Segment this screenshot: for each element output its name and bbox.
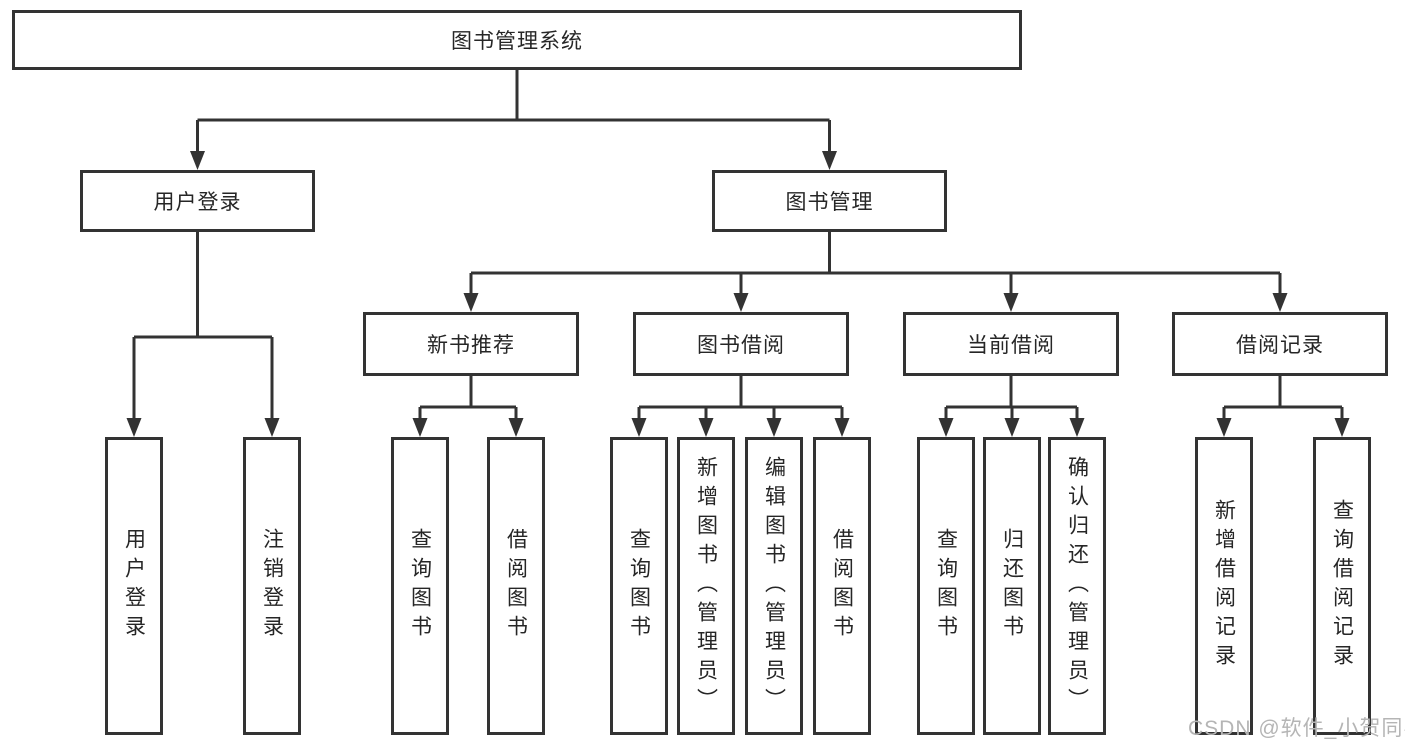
leaf-borrow-books-2: 借阅图书 (813, 437, 871, 735)
node-label: 新增图书（管理员） (694, 455, 718, 717)
node-label: 注销登录 (260, 528, 284, 644)
node-borrowing-records: 借阅记录 (1172, 312, 1388, 376)
node-library-management-system: 图书管理系统 (12, 10, 1022, 70)
node-label: 借阅图书 (830, 528, 854, 644)
leaf-logout: 注销登录 (243, 437, 301, 735)
leaf-edit-books-admin: 编辑图书（管理员） (745, 437, 803, 735)
node-book-management: 图书管理 (712, 170, 947, 232)
node-label: 用户登录 (153, 191, 242, 214)
node-label: 确认归还（管理员） (1065, 455, 1089, 717)
leaf-return-books: 归还图书 (983, 437, 1041, 735)
node-label: 借阅图书 (504, 528, 528, 644)
leaf-query-books-1: 查询图书 (391, 437, 449, 735)
node-label: 图书借阅 (697, 334, 785, 357)
node-label: 新增借阅记录 (1212, 499, 1236, 673)
node-label: 借阅记录 (1236, 334, 1324, 357)
node-label: 查询借阅记录 (1330, 499, 1354, 673)
leaf-add-books-admin: 新增图书（管理员） (677, 437, 735, 735)
node-label: 图书管理系统 (451, 30, 583, 53)
node-label: 当前借阅 (967, 334, 1055, 357)
leaf-add-borrow-record: 新增借阅记录 (1195, 437, 1253, 735)
node-user-login: 用户登录 (80, 170, 315, 232)
node-label: 新书推荐 (427, 334, 515, 357)
leaf-user-login: 用户登录 (105, 437, 163, 735)
node-new-book-recommendation: 新书推荐 (363, 312, 579, 376)
node-label: 用户登录 (122, 528, 146, 644)
node-label: 图书管理 (785, 191, 874, 214)
leaf-query-books-2: 查询图书 (610, 437, 668, 735)
node-label: 查询图书 (408, 528, 432, 644)
leaf-query-books-3: 查询图书 (917, 437, 975, 735)
node-current-borrowing: 当前借阅 (903, 312, 1119, 376)
node-book-borrowing: 图书借阅 (633, 312, 849, 376)
leaf-query-borrow-record: 查询借阅记录 (1313, 437, 1371, 735)
leaf-confirm-return-admin: 确认归还（管理员） (1048, 437, 1106, 735)
csdn-watermark: CSDN @软件_小贺同学 (1188, 717, 1405, 740)
node-label: 查询图书 (934, 528, 958, 644)
node-label: 编辑图书（管理员） (762, 455, 786, 717)
leaf-borrow-books-1: 借阅图书 (487, 437, 545, 735)
node-label: 查询图书 (627, 528, 651, 644)
node-label: 归还图书 (1000, 528, 1024, 644)
